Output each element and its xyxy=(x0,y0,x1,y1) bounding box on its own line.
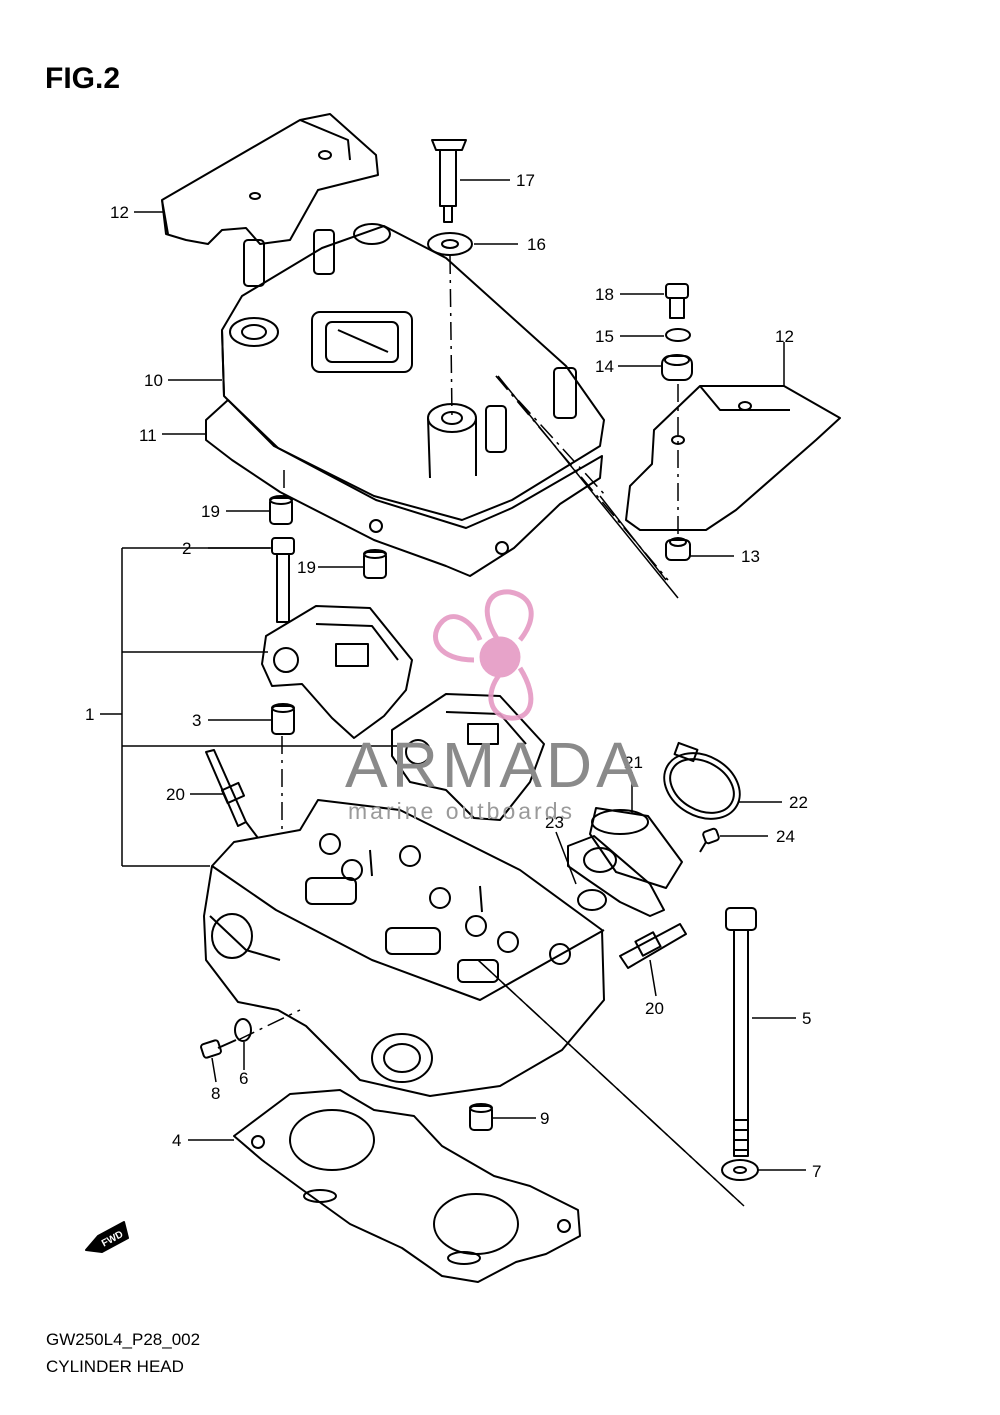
callout-19-b: 19 xyxy=(297,558,316,577)
callout-20-left: 20 xyxy=(166,785,185,804)
callout-14: 14 xyxy=(595,357,614,376)
callout-16: 16 xyxy=(527,235,546,254)
washer-6 xyxy=(234,1018,252,1042)
callout-labels: 12 17 16 18 15 14 12 10 11 19 2 19 13 1 … xyxy=(85,171,821,1181)
cylinder-head-cover xyxy=(221,223,605,521)
bolt-18 xyxy=(665,283,689,319)
callout-23: 23 xyxy=(545,813,564,832)
callout-22: 22 xyxy=(789,793,808,812)
callout-4: 4 xyxy=(172,1131,181,1150)
callout-17: 17 xyxy=(516,171,535,190)
intake-pipe xyxy=(567,807,683,917)
callout-13: 13 xyxy=(741,547,760,566)
dowel-19b xyxy=(363,549,387,579)
engine-cover-left xyxy=(161,113,379,245)
screw-17 xyxy=(431,139,467,223)
watermark-name: ARMADA xyxy=(345,729,643,801)
washer-7 xyxy=(721,1159,759,1181)
camshaft-holder-lower xyxy=(391,693,545,821)
callout-12-left: 12 xyxy=(110,203,129,222)
callout-10: 10 xyxy=(144,371,163,390)
diagram-code: GW250L4_P28_002 xyxy=(46,1330,201,1349)
diagram-name: CYLINDER HEAD xyxy=(46,1357,184,1376)
callout-11: 11 xyxy=(139,426,157,445)
seal-16 xyxy=(427,232,473,256)
screw-24 xyxy=(699,827,720,853)
washer-15 xyxy=(665,328,691,342)
head-gasket xyxy=(233,1089,581,1283)
callout-7: 7 xyxy=(812,1162,821,1181)
callout-3: 3 xyxy=(192,711,201,730)
callout-19-a: 19 xyxy=(201,502,220,521)
dowel-19a xyxy=(269,495,293,525)
spark-plug-left xyxy=(205,749,259,839)
figure-title: FIG.2 xyxy=(45,62,121,95)
callout-15: 15 xyxy=(595,327,614,346)
callout-2: 2 xyxy=(182,539,191,558)
engine-cover-right xyxy=(625,385,841,531)
grommet-14 xyxy=(661,354,693,381)
dowel-3 xyxy=(271,703,295,735)
callout-6: 6 xyxy=(239,1069,248,1088)
fwd-arrow-icon xyxy=(85,1221,129,1253)
callout-21: 21 xyxy=(624,753,643,772)
callout-20-right: 20 xyxy=(645,999,664,1018)
group-1-bracket xyxy=(100,547,400,867)
callout-1: 1 xyxy=(85,705,94,724)
dowel-9 xyxy=(469,1103,493,1131)
watermark-subtitle: marine outboards xyxy=(348,798,575,824)
callout-9: 9 xyxy=(540,1109,549,1128)
callout-18: 18 xyxy=(595,285,614,304)
collar-13 xyxy=(665,537,691,561)
spark-plug-right xyxy=(619,923,687,969)
bolt-2 xyxy=(271,537,295,623)
cover-gasket xyxy=(205,399,603,577)
camshaft-holder-upper xyxy=(261,605,413,739)
callout-8: 8 xyxy=(211,1084,220,1103)
bolt-8 xyxy=(200,1039,237,1059)
o-ring-23 xyxy=(577,889,607,911)
callout-5: 5 xyxy=(802,1009,811,1028)
propeller-logo-icon xyxy=(433,589,534,721)
callout-12-right: 12 xyxy=(775,327,794,346)
hose-clamp-22 xyxy=(663,741,741,820)
callout-24: 24 xyxy=(776,827,795,846)
bolt-5 xyxy=(725,907,757,1157)
slash-lines xyxy=(477,375,745,1207)
cylinder-head xyxy=(203,799,605,1097)
leader-lines xyxy=(134,179,806,1171)
